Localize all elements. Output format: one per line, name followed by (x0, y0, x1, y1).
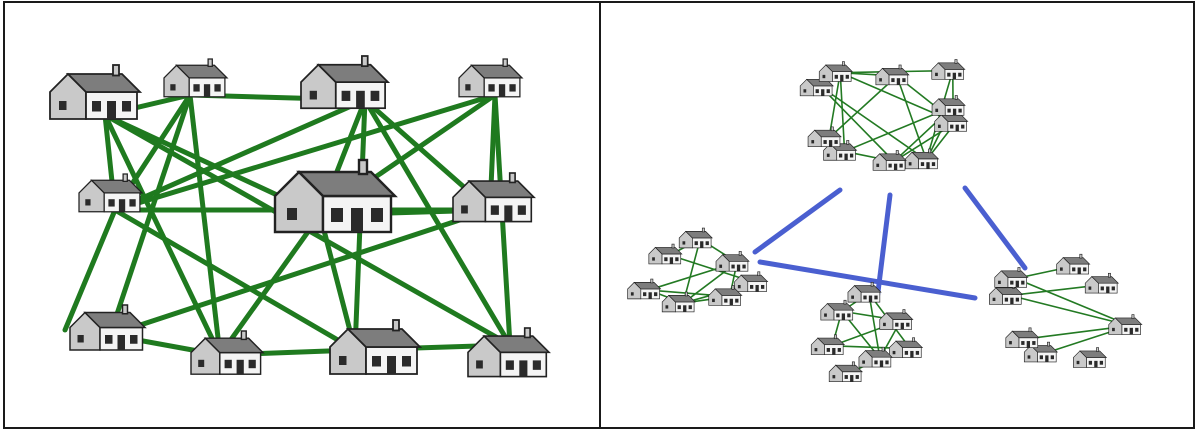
house-icon (273, 158, 397, 234)
mesh-link (62, 207, 118, 333)
inter-cluster-link (962, 185, 1028, 271)
house-icon (847, 282, 882, 303)
house-icon (879, 309, 914, 330)
cluster-link (1009, 294, 1131, 327)
mesh-link (362, 97, 513, 348)
house-icon (661, 291, 696, 313)
house-icon (715, 251, 750, 272)
house-icon (678, 227, 713, 249)
house-icon (828, 361, 863, 382)
cluster-link (828, 75, 898, 139)
house-icon (69, 304, 146, 351)
mesh-link (107, 92, 193, 338)
house-icon (1108, 314, 1143, 335)
house-icon (627, 278, 661, 300)
mesh-link (187, 92, 223, 358)
house-icon (1084, 272, 1119, 294)
house-icon (872, 150, 907, 171)
cluster-link (896, 75, 928, 161)
mesh-link (112, 207, 358, 353)
house-icon (875, 64, 910, 86)
house-icon (458, 58, 523, 98)
house-icon (931, 95, 966, 116)
cluster-link (1014, 277, 1131, 327)
house-icon (1073, 347, 1107, 368)
house-icon (1056, 253, 1091, 275)
panel-right-frame (599, 1, 1195, 429)
house-icon (300, 55, 389, 110)
cluster-link (868, 292, 881, 360)
panel-full-mesh (3, 1, 601, 429)
inter-cluster-links (752, 185, 1028, 303)
house-icon (648, 243, 683, 265)
mesh-link (112, 92, 498, 213)
house-icon (889, 337, 923, 358)
house-icon (931, 59, 966, 80)
house-icon (452, 172, 535, 223)
inter-cluster-link (752, 187, 843, 255)
house-icon (810, 334, 845, 355)
house-icon (467, 327, 550, 378)
cluster-link (820, 86, 895, 163)
house-icon (858, 346, 893, 368)
house-icon (807, 126, 842, 148)
mesh-link (112, 97, 368, 213)
house-icon (994, 267, 1029, 288)
panel-clustered-network (599, 1, 1195, 429)
house-icon (820, 299, 855, 321)
house-icon (49, 64, 141, 120)
house-icon (1005, 327, 1040, 348)
house-icon (329, 319, 421, 375)
house-icon (190, 330, 264, 375)
mesh-link (107, 207, 493, 338)
cluster-link (839, 71, 846, 153)
house-icon (818, 61, 853, 82)
inter-cluster-link (757, 259, 978, 301)
house-icon (734, 271, 768, 292)
house-icon (163, 58, 228, 98)
mesh-link (317, 212, 358, 353)
